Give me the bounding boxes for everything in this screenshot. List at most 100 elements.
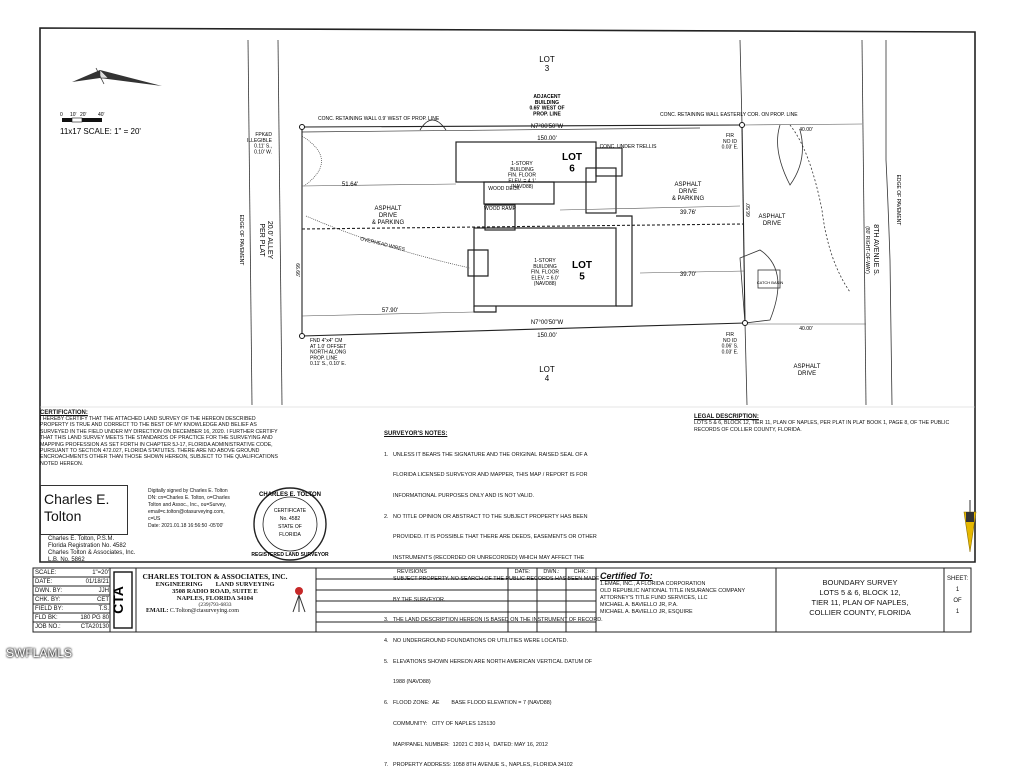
text-line: FPK&D	[255, 132, 272, 138]
text-line: ASPHALT	[794, 364, 821, 370]
seal-top: CHARLES E. TOLTON	[259, 492, 321, 498]
job-value: T.S.	[98, 606, 109, 612]
logo-text: CTA	[110, 586, 126, 614]
certified-entry: 1.EMAE, INC., A FLORIDA CORPORATION	[600, 581, 706, 587]
sheet-of: OF	[953, 598, 962, 604]
company-email[interactable]: C.Tolton@ctasurveying.com	[169, 608, 239, 614]
catch-basin: CATCH BASIN	[757, 280, 784, 285]
watermark-text: SWFLAMLS	[6, 646, 73, 660]
note-line: 4. NO UNDERGROUND FOUNDATIONS OR UTILITI…	[384, 638, 568, 644]
legal-heading: LEGAL DESCRIPTION:	[694, 414, 759, 420]
company-name: CHARLES TOLTON & ASSOCIATES, INC.	[142, 572, 288, 581]
survey-title-line: BOUNDARY SURVEY	[822, 578, 898, 587]
north-distance: 150.00'	[537, 136, 557, 142]
text-line: FIN. FLOOR	[508, 173, 536, 179]
sheet-block: SHEET: 1 OF 1	[944, 574, 971, 618]
note-line: COMMUNITY: CITY OF NAPLES 125130	[384, 720, 496, 727]
text-line: 20.0' ALLEY	[266, 221, 273, 260]
signer-firm: Charles Tolton & Associates, Inc.	[48, 550, 136, 556]
job-key: FIELD BY:	[35, 606, 64, 612]
job-value: 1"=20'	[92, 570, 109, 576]
dist-39b: 39.70'	[680, 272, 696, 278]
note-line: 7. PROPERTY ADDRESS: 1058 8TH AVENUE S.,…	[384, 762, 573, 769]
certification-heading: CERTIFICATION:	[40, 410, 88, 416]
text-line: 0.03' E.	[722, 145, 739, 151]
company-address1: 3508 RADIO ROAD, SUITE E	[172, 588, 258, 595]
note-line: BY THE SURVEYOR.	[384, 596, 446, 603]
text-line: ASPHALT	[759, 214, 786, 220]
title-block-frame	[32, 567, 972, 633]
text-line: ASPHALT	[675, 182, 702, 188]
wood-deck: WOOD DECK	[488, 186, 520, 192]
south-bearing: N7°00'50"W	[531, 320, 564, 326]
digital-signature-text: Digitally signed by Charles E. Tolton DN…	[148, 488, 230, 529]
note-line: INSTRUMENTS (RECORDED OR UNRECORDED) WHI…	[384, 555, 585, 562]
overhead-wires	[301, 135, 471, 269]
north-arrow-icon	[72, 67, 162, 86]
text-line: 0.11' S., 0.10' E.	[310, 361, 346, 367]
text-line: AT 1.0' OFFSET	[310, 344, 346, 350]
job-row: FIELD BY: T.S.	[35, 605, 109, 614]
text-line: 0.06' S.	[722, 344, 739, 350]
text-line: 0.11' S.,	[254, 144, 272, 150]
seal-no: No. 4582	[280, 516, 301, 522]
rev-chk-header: CHK.:	[573, 569, 589, 575]
certified-heading: Certified To:	[600, 571, 653, 581]
seal-cert: CERTIFICATE	[274, 508, 307, 514]
email-label: EMAIL:	[146, 608, 169, 614]
text-line: FND 4"x4" CM	[310, 338, 342, 344]
seal-bottom: REGISTERED LAND SURVEYOR	[251, 552, 329, 558]
job-row: JOB NO.:CTA20130	[35, 623, 109, 632]
text-line: ADJACENT	[533, 94, 560, 100]
job-key: CHK. BY:	[35, 597, 61, 603]
dist-57: 57.90'	[382, 308, 398, 314]
edge-of-pavement-line	[885, 40, 893, 406]
scale-tick: 0	[60, 112, 63, 118]
north-bearing: N7°00'50"W	[531, 124, 564, 130]
company-services: ENGINEERING LAND SURVEYING	[155, 581, 275, 588]
text-line: DRIVE	[798, 371, 816, 377]
sheet-number: 1	[955, 587, 960, 593]
surveyor-seal: CHARLES E. TOLTON CERTIFICATE No. 4582 S…	[251, 487, 329, 561]
text-line: NO ID	[723, 338, 737, 344]
text-line: 3	[545, 64, 550, 73]
company-block: CHARLES TOLTON & ASSOCIATES, INC. ENGINE…	[140, 572, 290, 614]
text-line: (NAVD88)	[534, 281, 557, 287]
signer-block: Charles E. Tolton, P.S.M. Florida Regist…	[48, 536, 135, 564]
text-line: NO ID	[723, 139, 737, 145]
survey-title-line: TIER 11, PLAN OF NAPLES,	[811, 598, 909, 607]
job-value: CET	[97, 597, 109, 603]
overhead-text: OVERHEAD WIRES	[360, 236, 407, 253]
survey-title-line: COLLIER COUNTY, FLORIDA	[809, 608, 911, 617]
signer-registration: Florida Registration No. 4582	[48, 543, 127, 549]
outer-border	[39, 27, 976, 563]
conc-wall-east-text: CONC. RETAINING WALL EASTERLY COR. ON PR…	[660, 112, 798, 118]
note-line: 2. NO TITLE OPINION OR ABSTRACT TO THE S…	[384, 513, 588, 520]
sheet-total: 1	[955, 609, 960, 615]
survey-title-line: LOTS 5 & 6, BLOCK 12,	[819, 588, 901, 597]
text-line: LOT	[539, 55, 555, 64]
alley-line	[247, 39, 253, 406]
note-line: 5. ELEVATIONS SHOWN HEREON ARE NORTH AME…	[384, 658, 593, 665]
seal-state: STATE OF	[278, 524, 302, 530]
job-info-table: SCALE:1"=20' DATE:01/18/21 DWN. BY:JJH C…	[35, 569, 109, 632]
wood-ramp: WOOD RAMP	[484, 206, 517, 212]
east-distance: 66.50'	[746, 203, 752, 217]
text-line: 0.03' E.	[722, 349, 739, 355]
text-line: DRIVE	[763, 221, 781, 227]
seal-fl: FLORIDA	[279, 532, 301, 538]
certified-to: Certified To: 1.EMAE, INC., A FLORIDA CO…	[600, 571, 774, 616]
note-line: INFORMATIONAL PURPOSES ONLY AND IS NOT V…	[384, 492, 534, 499]
certification-section: CERTIFICATION: I HEREBY CERTIFY THAT THE…	[40, 410, 280, 467]
text-line: 1-STORY	[511, 161, 533, 167]
notes-heading: SURVEYOR'S NOTES:	[384, 430, 448, 437]
alley-label: 20.0' ALLEYPER PLAT	[258, 221, 273, 260]
text-line: ELEV. = 6.0'	[531, 275, 558, 281]
